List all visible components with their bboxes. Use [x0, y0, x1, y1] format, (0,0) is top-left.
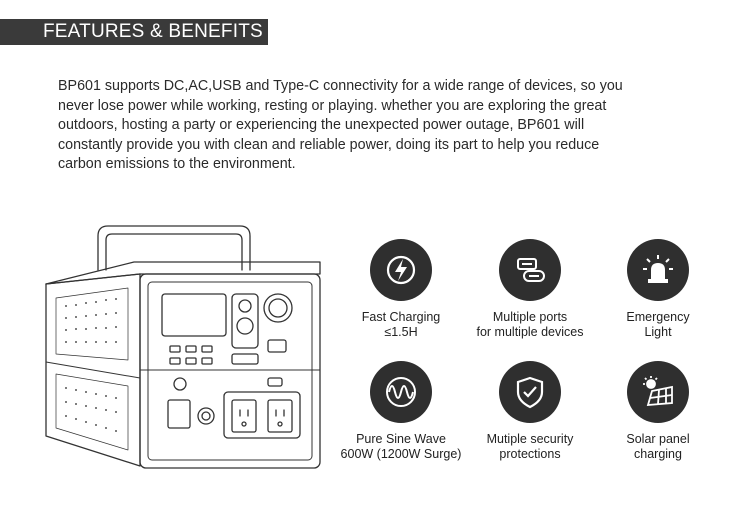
- feature-label: Mutiple security protections: [486, 432, 574, 461]
- section-header: FEATURES & BENEFITS: [0, 19, 268, 45]
- intro-line: outdoors, hosting a party or experiencin…: [58, 117, 585, 133]
- emergency-light-icon: [627, 239, 689, 301]
- feature-solar-charging: Solar panel charging: [583, 361, 733, 462]
- intro-line: BP601 supports DC,AC,USB and Type-C conn…: [58, 78, 623, 94]
- intro-line: never lose power while working, resting …: [58, 97, 607, 114]
- intro-line: constantly provide you with clean and re…: [58, 136, 600, 153]
- intro-paragraph: BP601 supports DC,AC,USB and Type-C conn…: [58, 77, 698, 175]
- feature-label: Fast Charging ≤1.5H: [361, 310, 441, 339]
- feature-pure-sine-wave: Pure Sine Wave 600W (1200W Surge): [326, 361, 476, 462]
- feature-emergency-light: Emergency Light: [583, 239, 733, 340]
- feature-multiple-ports: Multiple ports for multiple devices: [455, 239, 605, 340]
- ports-icon: [499, 239, 561, 301]
- intro-line: carbon emissions to the environment.: [58, 156, 296, 172]
- section-title: FEATURES & BENEFITS: [43, 21, 263, 42]
- sine-wave-icon: [370, 361, 432, 423]
- feature-fast-charging: Fast Charging ≤1.5H: [326, 239, 476, 340]
- feature-label: Emergency Light: [626, 310, 690, 339]
- power-station-illustration: [45, 225, 321, 469]
- shield-check-icon: [499, 361, 561, 423]
- feature-label: Pure Sine Wave 600W (1200W Surge): [340, 432, 462, 461]
- solar-panel-icon: [627, 361, 689, 423]
- feature-security-protections: Mutiple security protections: [455, 361, 605, 462]
- lightning-icon: [370, 239, 432, 301]
- feature-label: Solar panel charging: [626, 432, 690, 461]
- feature-label: Multiple ports for multiple devices: [476, 310, 584, 339]
